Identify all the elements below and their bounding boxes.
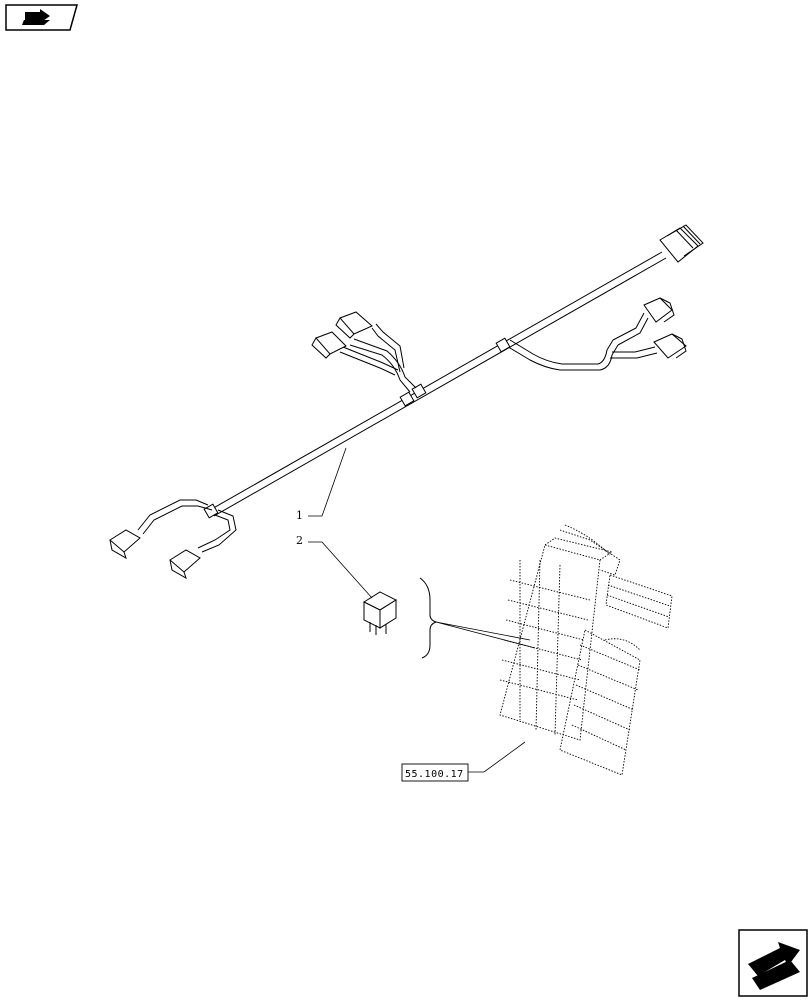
harness-connector-lower-left-b	[169, 549, 201, 580]
harness-connector-upper-left-a	[335, 311, 373, 339]
reference-box[interactable]: 55.100.17	[401, 741, 526, 782]
callout-2-label: 2	[296, 534, 303, 547]
reference-box-label: 55.100.17	[405, 769, 464, 780]
callout-1-label: 1	[296, 509, 303, 522]
next-page-arrow-icon[interactable]	[738, 929, 808, 997]
harness-connector-upper-left-b	[311, 331, 347, 359]
callout-2-leader	[308, 541, 373, 599]
bracket	[419, 577, 438, 659]
callout-2: 2	[296, 534, 373, 599]
harness-connector-lower-left-a	[109, 529, 141, 560]
relay	[362, 591, 398, 635]
harness-connector-right-upper	[643, 297, 675, 323]
callout-1: 1	[296, 447, 347, 522]
callout-1-leader	[308, 447, 347, 517]
reference-box-leader	[468, 741, 526, 773]
harness-connector-top-right	[659, 224, 704, 263]
bracket-leader-lines	[435, 621, 536, 649]
fuse-box-assembly	[499, 524, 673, 776]
wiring-harness	[109, 224, 704, 580]
book-page-arrow-icon[interactable]	[5, 4, 78, 31]
harness-connector-right-lower	[653, 333, 687, 359]
